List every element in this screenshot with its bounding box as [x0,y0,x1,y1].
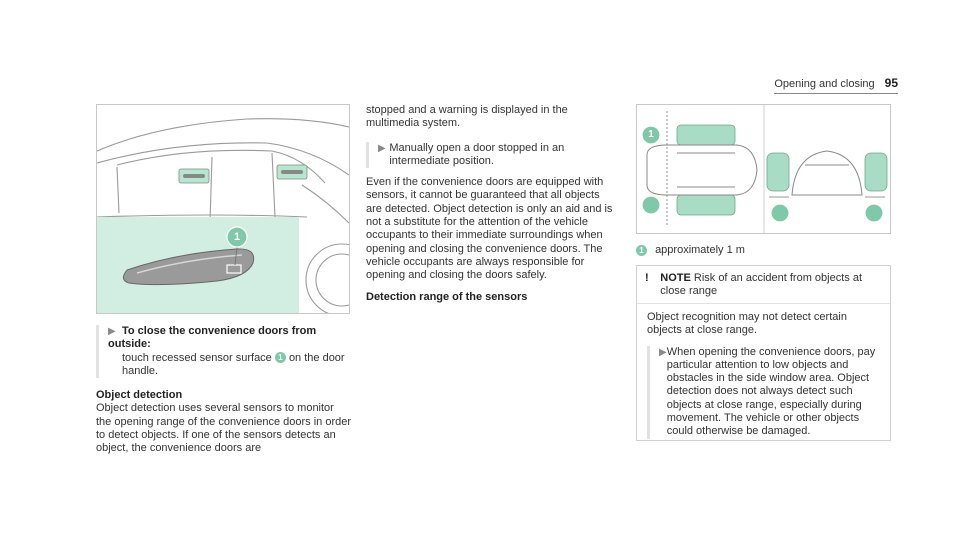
note-body: Object recognition may not detect certai… [647,311,847,337]
callout-1-label: 1 [648,129,654,140]
step-heading: To close the convenience doors from outs… [108,325,317,351]
header-rule [774,93,898,94]
detection-range-figure: 1 [636,104,891,234]
figure-legend: 1 approximately 1 m [636,244,889,257]
note-step: ▶When opening the convenience doors, pay… [647,345,880,439]
detection-range-heading: Detection range of the sensors [366,290,528,303]
object-detection-heading: Object detection [96,389,183,402]
step-arrow-icon: ▶ [378,142,386,154]
detection-zones-illustration [641,105,888,233]
legend-callout: 1 [636,244,647,256]
step-text-2: on the door handle. [122,351,345,377]
step-arrow-icon: ▶ [108,326,116,337]
callout-1: 1 [233,231,241,243]
legend-text: approximately 1 m [655,244,745,256]
col2-intro: stopped and a warning is displayed in th… [366,104,568,130]
page-header: Opening and closing 95 [774,76,898,90]
note-box: ! NOTE Risk of an accident from objects … [636,265,891,441]
inline-callout: 1 [274,352,286,364]
note-header: ! NOTE Risk of an accident from objects … [637,266,890,304]
section-title: Opening and closing [774,78,875,90]
step-arrow-icon: ▶ [659,346,667,358]
col2-body: Even if the convenience doors are equipp… [366,176,613,282]
column-1: ▶To close the convenience doors from out… [96,325,351,456]
warning-icon: ! [645,272,649,284]
manual-open-text: Manually open a door stopped in an inter… [389,141,565,167]
note-step-text: When opening the convenience doors, pay … [666,345,876,438]
door-handle-figure: 1 [96,104,350,314]
column-2: stopped and a warning is displayed in th… [366,104,618,304]
note-label: NOTE [660,272,691,284]
page-number: 95 [884,76,898,90]
note-title: Risk of an accident from objects at clos… [660,272,863,297]
object-detection-body: Object detection uses several sensors to… [96,402,352,455]
car-side-illustration [97,118,349,313]
close-doors-step: ▶To close the convenience doors from out… [96,325,351,379]
note-content: Object recognition may not detect certai… [637,304,890,439]
step-text-1: touch recessed sensor surface [122,351,272,364]
manual-open-step: ▶Manually open a door stopped in an inte… [366,141,618,169]
